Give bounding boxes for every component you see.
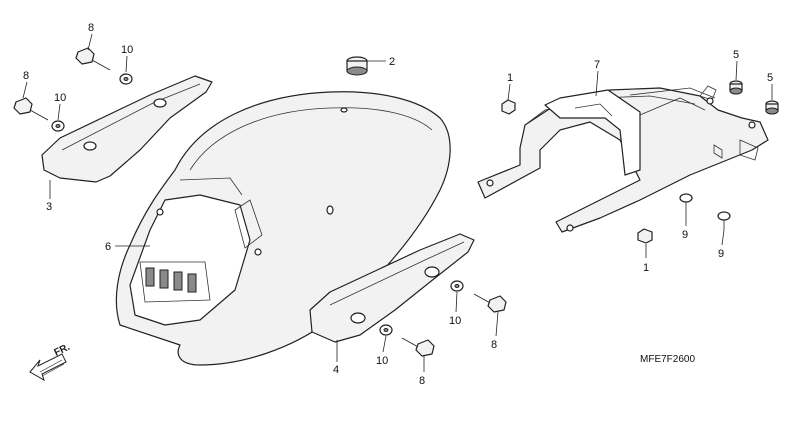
grommet-5-b bbox=[765, 100, 779, 115]
fender-bracket bbox=[477, 85, 769, 233]
grommet-2 bbox=[346, 56, 368, 76]
callout-10-right-lower: 10 bbox=[376, 355, 388, 367]
callout-5-b: 5 bbox=[767, 72, 773, 84]
front-direction-label: FR. bbox=[52, 342, 71, 359]
callout-6: 6 bbox=[105, 241, 111, 253]
grommet-5-a bbox=[729, 80, 743, 95]
callout-3: 3 bbox=[46, 201, 52, 213]
rear-fender bbox=[115, 91, 451, 366]
callout-10-right-upper: 10 bbox=[449, 315, 461, 327]
callout-1-lower: 1 bbox=[643, 262, 649, 274]
callout-10-left: 10 bbox=[54, 92, 66, 104]
callout-8-right-upper: 8 bbox=[491, 339, 497, 351]
diagram-code: MFE7F2600 bbox=[640, 354, 695, 365]
callout-8-right-lower: 8 bbox=[419, 375, 425, 387]
callout-4: 4 bbox=[333, 364, 339, 376]
callout-10-top: 10 bbox=[121, 44, 133, 56]
bolt-8-right-lower bbox=[401, 337, 435, 357]
front-direction-arrow: FR. bbox=[29, 342, 72, 382]
bolt-8-top bbox=[75, 47, 111, 71]
bolt-8-right-upper bbox=[473, 293, 507, 313]
washer-10-right-lower bbox=[379, 324, 393, 336]
nut-1-upper bbox=[501, 99, 516, 115]
rear-side-cover-left bbox=[41, 75, 213, 183]
bolt-8-left bbox=[13, 97, 49, 121]
rear-side-cover-right bbox=[309, 233, 475, 343]
screw-9-a bbox=[679, 193, 693, 212]
callout-2: 2 bbox=[389, 56, 395, 68]
callout-5-a: 5 bbox=[733, 49, 739, 61]
callout-8-left: 8 bbox=[23, 70, 29, 82]
washer-10-right-upper bbox=[450, 280, 464, 292]
callout-9-a: 9 bbox=[682, 229, 688, 241]
callout-7: 7 bbox=[594, 59, 600, 71]
callout-1-upper: 1 bbox=[507, 72, 513, 84]
screw-9-b bbox=[717, 211, 731, 230]
callout-8-top: 8 bbox=[88, 22, 94, 34]
leader-lines bbox=[22, 33, 773, 372]
washer-10-top bbox=[119, 73, 133, 85]
washer-10-left bbox=[51, 120, 65, 132]
nut-1-lower bbox=[637, 228, 653, 244]
callout-9-b: 9 bbox=[718, 248, 724, 260]
